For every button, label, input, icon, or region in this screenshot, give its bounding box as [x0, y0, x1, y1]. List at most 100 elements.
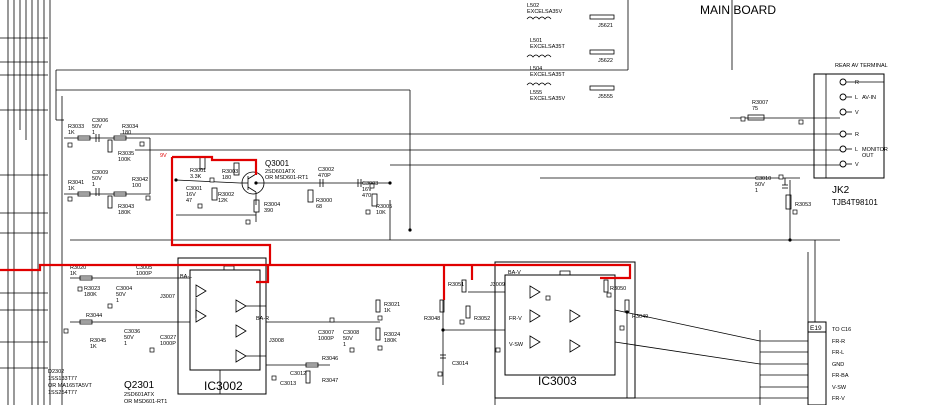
svg-text:R3042: R3042 [132, 177, 148, 183]
svg-text:C3008: C3008 [343, 330, 359, 336]
svg-text:470P: 470P [318, 173, 331, 179]
svg-text:180K: 180K [84, 292, 97, 298]
svg-text:47: 47 [186, 198, 192, 204]
svg-text:R3034: R3034 [122, 124, 138, 130]
svg-text:AV-IN: AV-IN [862, 95, 876, 101]
svg-text:R: R [855, 80, 859, 86]
svg-text:1000P: 1000P [136, 271, 152, 277]
svg-text:L502: L502 [527, 3, 539, 9]
ic3003-section: IC3003 BA-V FR-V V-SW R3048 R3051 J3009 … [424, 261, 761, 405]
svg-text:C3010: C3010 [755, 176, 771, 182]
q3001-stage: Q3001 2SD601ATX OR MSD601-RT1 R3001 3.3K… [175, 156, 392, 225]
svg-text:C3027: C3027 [160, 335, 176, 341]
svg-text:V: V [855, 110, 859, 116]
svg-text:180: 180 [122, 130, 131, 136]
jk2-ref: JK2 [832, 185, 850, 196]
svg-text:16V: 16V [362, 187, 372, 193]
svg-text:EXCELSA35V: EXCELSA35V [527, 9, 562, 15]
svg-text:C3005: C3005 [136, 265, 152, 271]
svg-text:1: 1 [92, 130, 95, 136]
svg-text:R3052: R3052 [474, 316, 490, 322]
svg-text:3.3K: 3.3K [190, 174, 202, 180]
svg-text:R3049: R3049 [632, 314, 648, 320]
left-bus-lines [0, 0, 51, 405]
l504-ref: L504 [530, 66, 542, 72]
ic3002-label: IC3002 [204, 379, 243, 393]
svg-text:R3023: R3023 [84, 286, 100, 292]
svg-text:R3048: R3048 [424, 316, 440, 322]
svg-text:1SS254T77: 1SS254T77 [48, 390, 77, 396]
svg-text:1000P: 1000P [160, 341, 176, 347]
svg-text:1: 1 [116, 298, 119, 304]
l501-ref: L501 [530, 38, 542, 44]
junction-dots [174, 178, 792, 332]
svg-text:R3000: R3000 [316, 198, 332, 204]
rear-terminal-title: REAR AV TERMINAL [835, 63, 888, 69]
svg-text:R3007: R3007 [752, 100, 768, 106]
svg-text:R3024: R3024 [384, 332, 400, 338]
j5622-label: J5622 [598, 58, 613, 64]
svg-text:180: 180 [222, 175, 231, 181]
connector-e19: E19 TO C16 FR-R FR-L GND FR-BA V-SW FR-V [759, 240, 851, 405]
svg-text:OR MA165TA5VT: OR MA165TA5VT [48, 383, 93, 389]
svg-text:FR-L: FR-L [832, 350, 844, 356]
l555-ref: L555 [530, 90, 542, 96]
svg-text:C3001: C3001 [186, 186, 202, 192]
svg-text:BA-V: BA-V [508, 270, 521, 276]
svg-text:R3046: R3046 [322, 356, 338, 362]
bottom-left-parts: D2302 1SS133T77 OR MA165TA5VT 1SS254T77 … [48, 369, 167, 405]
input-stages: R3033 1K C3006 50V 1 R3034 180 R3035 100… [64, 118, 151, 216]
svg-text:1K: 1K [384, 308, 391, 314]
svg-text:OR MSD601-RT1: OR MSD601-RT1 [265, 175, 308, 181]
svg-text:1: 1 [92, 182, 95, 188]
l504-part: EXCELSA35T [530, 72, 565, 78]
svg-text:100K: 100K [118, 157, 131, 163]
svg-text:FR-V: FR-V [509, 316, 522, 322]
svg-text:FR-R: FR-R [832, 339, 845, 345]
svg-text:1: 1 [755, 188, 758, 194]
svg-text:R3005: R3005 [376, 204, 392, 210]
q3001-ref: Q3001 [265, 159, 290, 168]
svg-text:R3050: R3050 [610, 286, 626, 292]
svg-text:50V: 50V [116, 292, 126, 298]
svg-text:BA-R: BA-R [256, 316, 269, 322]
svg-text:1000P: 1000P [318, 336, 334, 342]
svg-text:OR MSD601-RT1: OR MSD601-RT1 [124, 399, 167, 405]
svg-text:J3009: J3009 [490, 282, 505, 288]
svg-text:R3053: R3053 [795, 202, 811, 208]
svg-text:1K: 1K [70, 271, 77, 277]
svg-text:R3047: R3047 [322, 378, 338, 384]
svg-text:R3041: R3041 [68, 180, 84, 186]
svg-text:1K: 1K [68, 186, 75, 192]
svg-text:C3014: C3014 [452, 361, 468, 367]
svg-text:R3043: R3043 [118, 204, 134, 210]
e19-header: TO C16 [832, 327, 851, 333]
svg-text:1: 1 [124, 341, 127, 347]
svg-text:V-SW: V-SW [509, 342, 524, 348]
jk2-part: TJB4T98101 [832, 198, 878, 207]
svg-text:470: 470 [362, 193, 371, 199]
svg-text:C3009: C3009 [92, 170, 108, 176]
rear-av-terminal: REAR AV TERMINAL R L AV-IN V R L MONITOR… [813, 63, 888, 207]
l501-part: EXCELSA35T [530, 44, 565, 50]
q2301-ref: Q2301 [124, 380, 154, 391]
svg-text:50V: 50V [755, 182, 765, 188]
svg-text:50V: 50V [92, 176, 102, 182]
board-title: MAIN BOARD [700, 3, 776, 17]
j5555-label: J5555 [598, 94, 613, 100]
svg-text:J3007: J3007 [160, 294, 175, 300]
svg-text:75: 75 [752, 106, 758, 112]
svg-text:68: 68 [316, 204, 322, 210]
svg-text:V-SW: V-SW [832, 385, 847, 391]
svg-text:MONITOR: MONITOR [862, 147, 888, 153]
svg-text:C3004: C3004 [116, 286, 132, 292]
svg-text:C3013: C3013 [280, 381, 296, 387]
svg-text:C3036: C3036 [124, 329, 140, 335]
svg-text:R3035: R3035 [118, 151, 134, 157]
svg-text:R3003: R3003 [222, 169, 238, 175]
svg-text:180K: 180K [118, 210, 131, 216]
svg-text:2SD601ATX: 2SD601ATX [124, 392, 154, 398]
svg-text:FR-V: FR-V [832, 396, 845, 402]
svg-text:1K: 1K [68, 130, 75, 136]
svg-text:D2302: D2302 [48, 369, 64, 375]
